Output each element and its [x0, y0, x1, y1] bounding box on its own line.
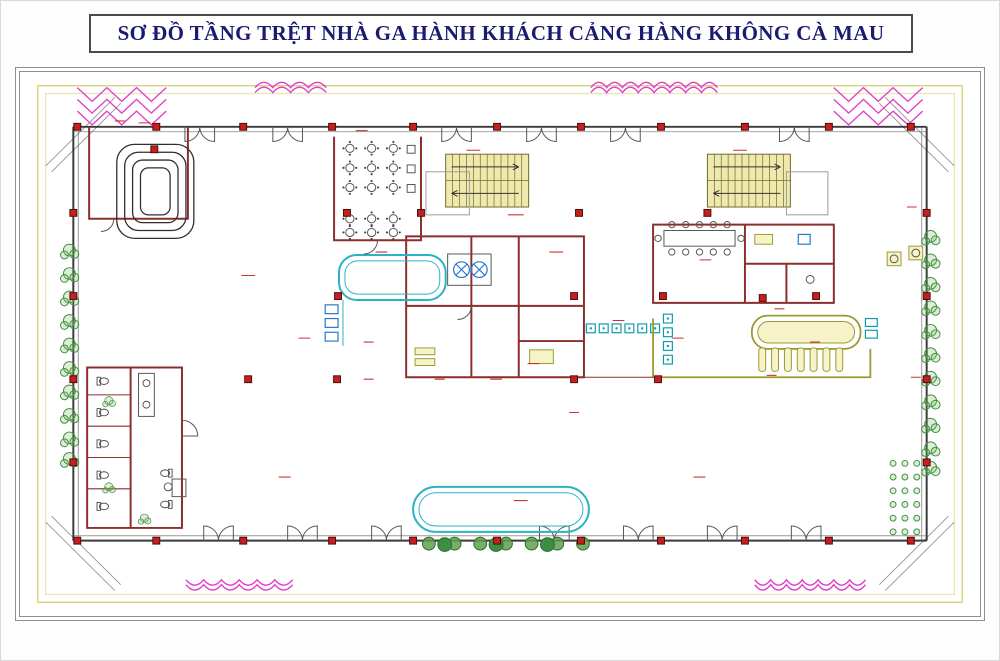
title-box: SƠ ĐỒ TẦNG TRỆT NHÀ GA HÀNH KHÁCH CẢNG H…: [89, 14, 913, 53]
dropoff-canopy: [412, 485, 590, 533]
ramp-loop: [88, 126, 195, 239]
restrooms: [86, 366, 199, 529]
page-title: SƠ ĐỒ TẦNG TRỆT NHÀ GA HÀNH KHÁCH CẢNG H…: [117, 21, 885, 45]
room-labels: [114, 120, 921, 502]
baggage-belt: [652, 314, 878, 379]
side-tables: [886, 245, 924, 267]
drawing-frame: [15, 67, 985, 621]
queue-loop: [324, 253, 447, 346]
landscape-scallops: [185, 81, 866, 591]
central-offices: [405, 235, 585, 379]
planting-right: [921, 230, 941, 477]
checkin-counters: [585, 313, 673, 365]
escalator-right: [785, 171, 829, 216]
site-boundary: [37, 85, 963, 603]
meeting-room: [652, 221, 835, 304]
planting-left: [60, 243, 80, 468]
cafe-area: [333, 136, 422, 242]
staircase-left: [445, 153, 530, 208]
floor-plan-svg: [37, 81, 963, 603]
escalator-left: [425, 171, 470, 216]
waiting-seats: [889, 459, 921, 536]
staircase-right: [706, 153, 791, 208]
misc-partitions: [100, 218, 654, 378]
drawing-frame-inner: [19, 71, 981, 617]
trees-row: [421, 536, 590, 552]
